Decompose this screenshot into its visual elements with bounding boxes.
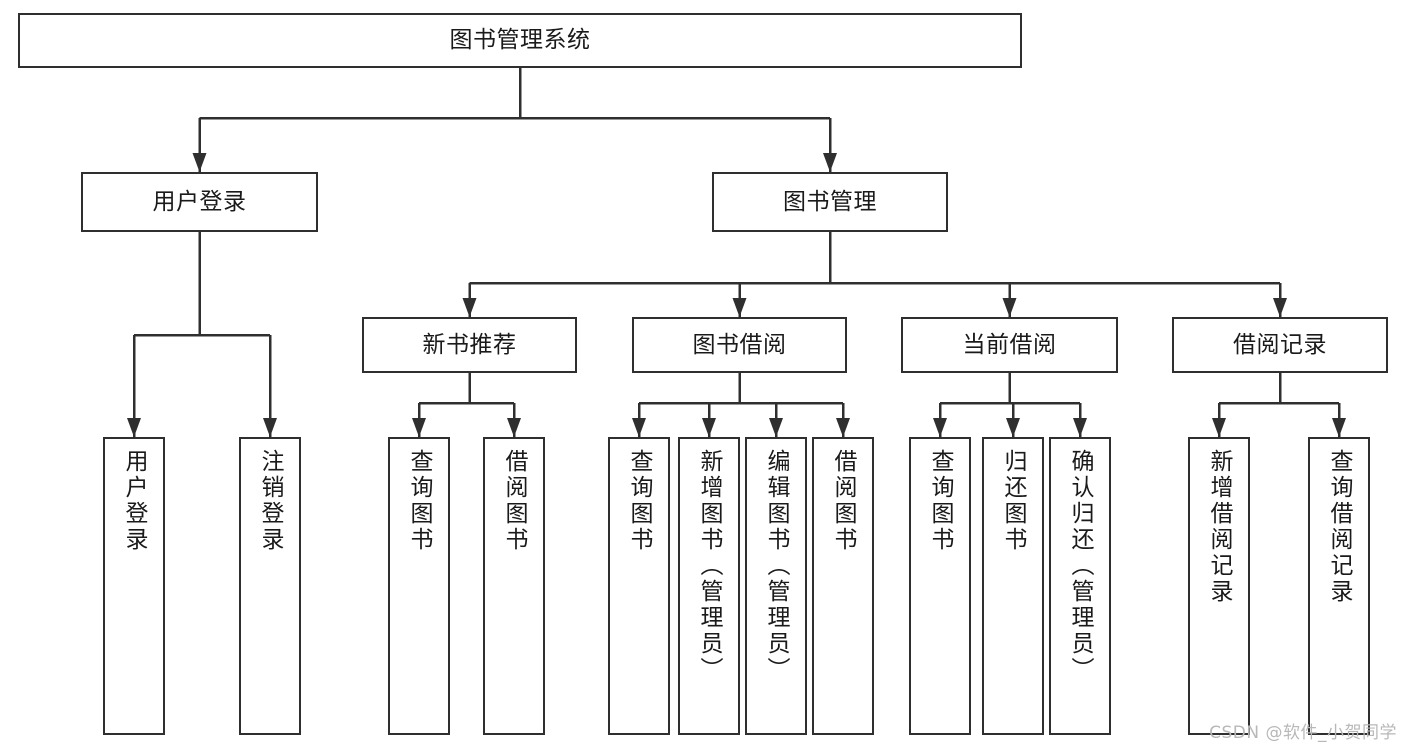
node-leaf-query-book-1[interactable]: 查询图书 (388, 437, 450, 735)
arrowhead-icon (462, 298, 477, 317)
node-label: 图书管理系统 (449, 27, 591, 54)
node-label: 图书管理 (783, 188, 877, 215)
node-label: 借阅图书 (830, 449, 857, 553)
node-leaf-user-login[interactable]: 用户登录 (103, 437, 165, 735)
arrowhead-icon (1073, 418, 1087, 437)
arrowhead-icon (1273, 298, 1287, 317)
node-label: 用户登录 (152, 188, 247, 215)
node-label: 新增图书（管理员） (696, 449, 723, 683)
arrowhead-icon (933, 418, 947, 437)
node-label: 查询借阅记录 (1326, 449, 1353, 605)
node-leaf-borrow-book-1[interactable]: 借阅图书 (483, 437, 545, 735)
arrowhead-icon (127, 418, 141, 437)
arrowhead-icon (507, 418, 521, 437)
node-label: 用户登录 (121, 449, 148, 553)
arrowhead-icon (412, 418, 426, 437)
node-label: 图书借阅 (692, 331, 787, 358)
node-leaf-borrow-book-2[interactable]: 借阅图书 (812, 437, 874, 735)
node-leaf-query-book-2[interactable]: 查询图书 (608, 437, 670, 735)
node-label: 借阅图书 (501, 449, 528, 553)
arrowhead-icon (769, 418, 783, 437)
node-label: 借阅记录 (1233, 331, 1327, 358)
node-leaf-confirm-return[interactable]: 确认归还（管理员） (1049, 437, 1111, 735)
node-current[interactable]: 当前借阅 (901, 317, 1118, 373)
node-root[interactable]: 图书管理系统 (18, 13, 1022, 68)
node-label: 注销登录 (257, 449, 284, 553)
node-label: 查询图书 (626, 449, 653, 553)
node-leaf-query-record[interactable]: 查询借阅记录 (1308, 437, 1370, 735)
arrowhead-icon (1212, 418, 1226, 437)
node-leaf-query-book-3[interactable]: 查询图书 (909, 437, 971, 735)
arrowhead-icon (836, 418, 850, 437)
node-leaf-edit-book[interactable]: 编辑图书（管理员） (745, 437, 807, 735)
node-borrow[interactable]: 图书借阅 (632, 317, 847, 373)
node-label: 查询图书 (927, 449, 954, 553)
arrowhead-icon (732, 298, 747, 317)
node-label: 编辑图书（管理员） (763, 449, 790, 683)
node-label: 确认归还（管理员） (1067, 449, 1094, 683)
node-label: 归还图书 (1000, 449, 1027, 553)
node-label: 新增借阅记录 (1206, 449, 1233, 605)
node-leaf-return-book[interactable]: 归还图书 (982, 437, 1044, 735)
arrowhead-icon (1002, 298, 1017, 317)
arrowhead-icon (263, 418, 277, 437)
node-login[interactable]: 用户登录 (81, 172, 318, 232)
arrowhead-icon (632, 418, 646, 437)
arrowhead-icon (702, 418, 716, 437)
node-label: 当前借阅 (962, 331, 1057, 358)
arrowhead-icon (192, 153, 207, 172)
arrowhead-icon (823, 153, 837, 172)
node-records[interactable]: 借阅记录 (1172, 317, 1388, 373)
arrowhead-icon (1332, 418, 1346, 437)
node-label: 新书推荐 (422, 331, 517, 358)
node-leaf-add-book[interactable]: 新增图书（管理员） (678, 437, 740, 735)
arrowhead-icon (1006, 418, 1020, 437)
node-bookmgmt[interactable]: 图书管理 (712, 172, 948, 232)
node-label: 查询图书 (406, 449, 433, 553)
node-leaf-user-logout[interactable]: 注销登录 (239, 437, 301, 735)
node-leaf-add-record[interactable]: 新增借阅记录 (1188, 437, 1250, 735)
node-newbook[interactable]: 新书推荐 (362, 317, 577, 373)
